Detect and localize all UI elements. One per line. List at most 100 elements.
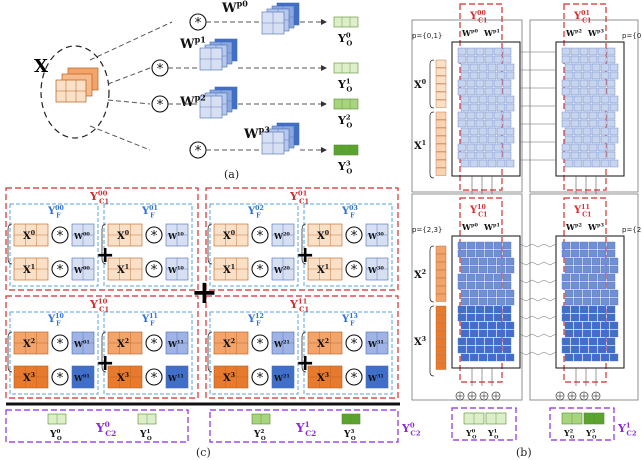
svg-text:*: * (351, 336, 358, 352)
adder-icon (555, 391, 565, 401)
x-tensor (213, 365, 249, 389)
p-label: p={0,1} (622, 32, 642, 40)
x-strip: X2 (414, 245, 447, 303)
adder-icon (479, 391, 489, 401)
conv-op-icon: * (145, 226, 163, 244)
w-label: Wp2 (565, 222, 582, 232)
w-label: Wp1 (483, 28, 500, 38)
weight-label: Wp1 (179, 35, 206, 52)
w-tensor (71, 257, 95, 281)
x-tensor (213, 223, 249, 247)
w-tensor (165, 331, 189, 355)
plus-icon: + (96, 351, 114, 376)
conv-op-icon: * (151, 95, 169, 113)
w-tensor (365, 223, 389, 247)
svg-text:*: * (257, 370, 264, 386)
x-label: X3 (414, 336, 426, 348)
plus-icon: + (96, 243, 114, 268)
plus-icon: + (296, 243, 314, 268)
x-label: X3 (117, 372, 129, 384)
p-label: p={2,3} (412, 226, 442, 234)
svg-text:*: * (351, 370, 358, 386)
svg-text:*: * (57, 228, 64, 244)
conn-line (107, 67, 151, 85)
x-label: X2 (223, 338, 235, 350)
x-tensor (107, 257, 143, 281)
frame (411, 193, 523, 401)
w-label: W00 (73, 231, 90, 241)
w-label: W01 (73, 373, 90, 383)
x-tensor (307, 365, 343, 389)
conv-op-icon: * (51, 260, 69, 278)
weight-kernel (261, 11, 285, 35)
weight-kernel (199, 95, 223, 119)
svg-text:*: * (151, 370, 158, 386)
w-label: W31 (367, 373, 384, 383)
x-label: X1 (414, 140, 426, 152)
caption-b: (b) (516, 446, 532, 459)
adder-icon (567, 391, 577, 401)
weight-stack (261, 122, 300, 155)
x-tensor (13, 257, 49, 281)
conv-op-icon: * (251, 368, 269, 386)
panel-b: Y00C1Wp0Wp1p={0,1}Y01C1Wp2Wp3p={0,1}Y10C… (401, 3, 642, 459)
output-tensor (333, 16, 359, 28)
x-strip: X0 (414, 59, 447, 109)
conv-op-icon: * (251, 260, 269, 278)
svg-text:*: * (157, 97, 164, 113)
conv-op-icon: * (51, 334, 69, 352)
svg-text:*: * (351, 228, 358, 244)
w-label: W10 (167, 231, 184, 241)
x-label: X0 (317, 230, 330, 242)
w-label: W10 (167, 265, 184, 275)
output-tensor (463, 412, 485, 425)
svg-text:*: * (151, 262, 158, 278)
conv-op-icon: * (145, 368, 163, 386)
x-label: X3 (223, 372, 235, 384)
w-label: Wp3 (587, 222, 604, 232)
output-tensor (333, 98, 359, 110)
svg-text:*: * (351, 262, 358, 278)
weight-label: Wp2 (179, 93, 206, 110)
x-label: X1 (223, 264, 235, 276)
input-label: X (34, 56, 48, 77)
output-tensor (47, 413, 67, 425)
weight-label: Wp0 (221, 0, 248, 16)
x-label: X1 (317, 264, 329, 276)
weight-kernel (199, 47, 223, 71)
x-label: X2 (317, 338, 329, 350)
x-tensor (213, 257, 249, 281)
conn-line (107, 99, 151, 105)
x-label: X2 (117, 338, 129, 350)
w-label: W11 (167, 339, 184, 349)
svg-text:*: * (195, 15, 202, 31)
weight-stack (199, 38, 238, 71)
conv-op-icon: * (189, 141, 207, 159)
